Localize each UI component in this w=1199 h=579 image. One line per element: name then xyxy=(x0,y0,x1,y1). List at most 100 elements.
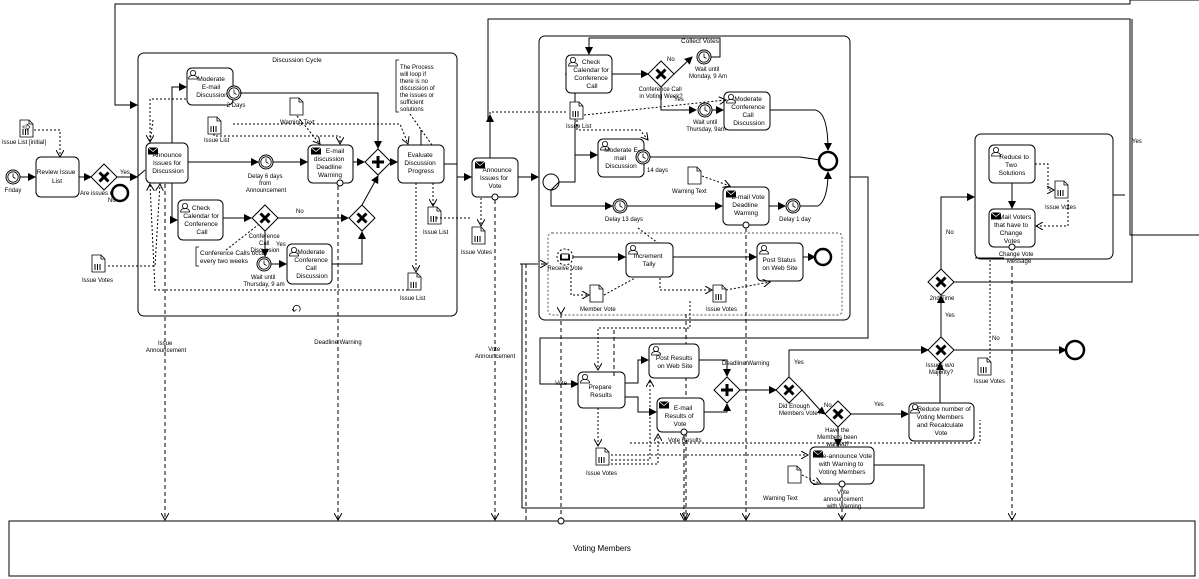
svg-text:Review Issue List: Review Issue List xyxy=(37,169,77,185)
prepare-results-task[interactable] xyxy=(577,371,626,409)
svg-text:Change Vote Message: Change Vote Message xyxy=(999,252,1035,265)
flow-label: Yes xyxy=(674,97,684,103)
event-sub-end[interactable] xyxy=(813,247,833,267)
svg-text:E-mail Vote Deadline W: E-mail Vote Deadline Warning xyxy=(731,194,766,217)
issue-votes-data xyxy=(595,447,610,466)
svg-text:Delay 6 days from Anno: Delay 6 days from Announcement xyxy=(246,174,287,194)
svg-text:Prepare Results: Prepare Results xyxy=(589,384,614,399)
second-time-gateway[interactable] xyxy=(926,267,956,297)
svg-text:Mail Voters that have to: Mail Voters that have to Change Votes xyxy=(994,214,1033,245)
svg-text:Vote announcement with: Vote announcement with Warning xyxy=(823,490,864,510)
issues-ready-gateway[interactable] xyxy=(89,162,119,192)
envelope-icon xyxy=(658,401,670,409)
end-event[interactable] xyxy=(110,183,130,203)
flow-label: No xyxy=(667,57,675,63)
flow-label: Yes xyxy=(276,242,286,248)
delay-13-timer-icon[interactable] xyxy=(612,198,628,214)
post-results-task[interactable] xyxy=(648,343,700,379)
data-label: Issue List xyxy=(423,230,449,236)
data-label: Issue Votes xyxy=(82,278,113,284)
discussion-cycle-subprocess[interactable] xyxy=(137,52,458,317)
data-label: Issue Votes xyxy=(706,307,737,313)
msg-label: Vote Results xyxy=(668,438,702,444)
data-label: Issue Votes xyxy=(974,379,1005,385)
parallel-gateway[interactable] xyxy=(363,147,393,177)
issue-votes-data xyxy=(471,226,486,245)
annotation-text: Conference Calls occur every two weeks xyxy=(200,250,269,265)
envelope-icon xyxy=(310,147,322,155)
enough-members-gateway[interactable] xyxy=(774,375,804,405)
discussion-cycle-label: Discussion Cycle xyxy=(272,57,322,64)
svg-text:Moderate Conference Ca: Moderate Conference Call Discussion xyxy=(731,96,766,127)
process-end-event[interactable] xyxy=(1064,339,1086,361)
svg-text:Reduce to Two Solution: Reduce to Two Solutions xyxy=(999,154,1031,177)
start-timer-event[interactable] xyxy=(5,169,21,185)
parallel-start[interactable] xyxy=(542,173,560,191)
results-parallel-gateway[interactable] xyxy=(712,375,742,405)
data-label: Issue Votes xyxy=(461,250,492,256)
flow-label: No xyxy=(992,336,1000,342)
pool-label: Voting Members xyxy=(573,544,631,553)
svg-text:Evaluate Discussion Pr: Evaluate Discussion Progress xyxy=(404,152,437,175)
voting-members-pool xyxy=(8,520,1196,577)
data-label: Warning Text xyxy=(763,496,798,502)
wait-monday-timer-icon[interactable] xyxy=(696,49,712,65)
timer-label: Delay 1 day xyxy=(779,217,811,223)
timer-label: Delay 13 days xyxy=(605,217,643,223)
collect-votes-label: Collect Votes xyxy=(681,38,720,45)
svg-text:Wait until Monday, 9 Am: Wait until Monday, 9 Am xyxy=(689,67,727,80)
delay-1-timer-icon[interactable] xyxy=(785,198,801,214)
svg-text:Announce Issues for Vo: Announce Issues for Vote xyxy=(480,167,514,190)
event-subprocess[interactable] xyxy=(547,232,843,316)
gw-label: Are issues ready? xyxy=(80,191,129,197)
issues-majority-gateway[interactable] xyxy=(926,335,956,365)
timer-label: 14 days xyxy=(647,168,668,174)
wait-thursday-timer-icon[interactable] xyxy=(697,102,713,118)
svg-text:E-mail Results of Vote: E-mail Results of Vote xyxy=(665,405,696,428)
svg-text:Wait until Thursday, 9 am: Wait until Thursday, 9 am xyxy=(243,275,284,288)
reduce-number-task[interactable] xyxy=(908,402,975,442)
data-label: Issue Votes xyxy=(1045,205,1076,211)
loop-marker-icon xyxy=(291,304,301,313)
flow-label: No xyxy=(296,209,304,215)
reduce-subprocess[interactable] xyxy=(974,133,1114,260)
flow-label: Yes xyxy=(874,402,884,408)
increment-tally-task[interactable] xyxy=(625,242,674,278)
event-label: Receive Vote xyxy=(547,266,583,272)
svg-text:Moderate Conference Ca: Moderate Conference Call Discussion xyxy=(294,249,329,280)
collect-end-event[interactable] xyxy=(817,150,839,172)
issue-list-initial-data xyxy=(19,119,34,138)
svg-text:E-mail discussion Dead: E-mail discussion Deadline Warning xyxy=(314,148,346,179)
review-issue-list-task[interactable] xyxy=(35,156,80,198)
issue-votes-data xyxy=(977,357,992,376)
flow-label: Yes xyxy=(1132,139,1142,145)
issue-list-initial-label: Issue List [initial] xyxy=(2,140,46,146)
data-label: Warning Text xyxy=(280,120,315,126)
start-label: Friday xyxy=(5,188,22,194)
flow-label: No xyxy=(824,403,832,409)
exclusive-join-gateway[interactable] xyxy=(347,203,377,233)
delay-timer-icon[interactable] xyxy=(258,154,274,170)
data-label: Issue Votes xyxy=(586,471,617,477)
issue-list-data xyxy=(207,116,222,135)
issue-list-data xyxy=(407,272,422,291)
svg-text:Reduce number of Voting Me: Reduce number of Voting Members and Reca… xyxy=(917,406,973,437)
data-label: Member Vote xyxy=(580,307,616,313)
collect-votes-subprocess[interactable] xyxy=(538,35,851,321)
svg-text:Announce Issues for Di: Announce Issues for Discussion xyxy=(152,152,184,175)
task-text: List xyxy=(52,178,62,185)
wait-timer-icon[interactable] xyxy=(256,256,272,272)
boundary-timer-icon xyxy=(226,85,242,101)
svg-text:Moderate E- mail Discu: Moderate E- mail Discussion xyxy=(604,147,642,170)
timer-label: 2 Days xyxy=(227,103,246,109)
gw-label: 2nd Time xyxy=(930,296,955,302)
conference-voting-week-gateway[interactable] xyxy=(646,59,676,89)
svg-text:Re-announce Vote with Warn: Re-announce Vote with Warning to Voting … xyxy=(818,453,874,476)
issue-votes-data xyxy=(91,254,106,273)
annotation-text: The Process will loop if there is no dis… xyxy=(399,65,436,113)
flow-label: No xyxy=(946,230,954,236)
svg-text:Did Enough Members Vote?: Did Enough Members Vote? xyxy=(778,404,821,417)
svg-text:Issue Announcement: Issue Announcement xyxy=(146,341,187,354)
flow-label: Yes xyxy=(120,170,130,176)
